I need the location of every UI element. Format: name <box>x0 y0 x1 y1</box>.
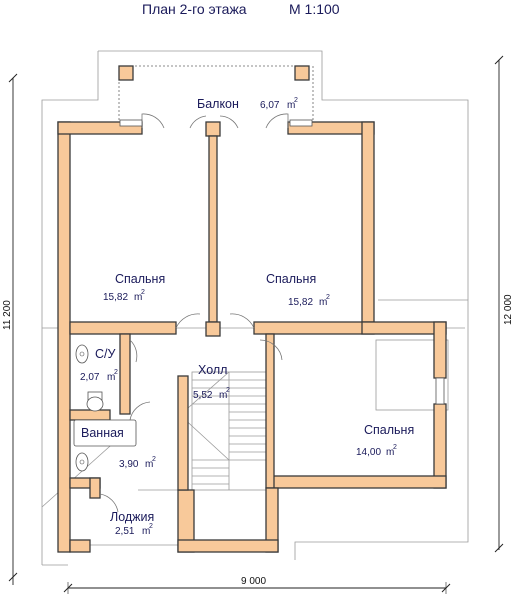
wall-center-partition <box>208 135 218 323</box>
svg-text:2: 2 <box>152 456 156 463</box>
sink-bath <box>75 452 89 472</box>
svg-text:m: m <box>319 297 327 308</box>
room-area-loggia: 2,51 <box>115 526 135 537</box>
wall-left-outer <box>57 121 71 553</box>
walls <box>57 121 447 553</box>
wall-hall-right <box>265 333 275 489</box>
room-name-bedroom-left: Спальня <box>115 272 165 286</box>
plan-scale: М 1:100 <box>289 1 340 17</box>
svg-text:2: 2 <box>114 369 118 376</box>
sink-wc <box>75 344 89 364</box>
svg-text:2: 2 <box>294 97 298 104</box>
room-name-wc: С/У <box>95 347 116 361</box>
balcony-column-right <box>294 65 310 81</box>
staircase <box>179 371 267 491</box>
room-name-bedroom-bottom: Спальня <box>364 423 414 437</box>
svg-text:m: m <box>219 390 227 401</box>
wall-br-bottom <box>271 475 447 489</box>
dimension-left: 11 200 <box>2 73 18 585</box>
balcony-column-left <box>118 65 134 81</box>
doors <box>99 113 289 513</box>
wall-br-right-upper <box>433 321 447 379</box>
column-mid-center <box>205 321 221 337</box>
dimension-height-left: 11 200 <box>2 300 13 330</box>
fixtures <box>73 344 137 472</box>
room-name-hall: Холл <box>198 363 227 377</box>
room-area-hall: 5,52 <box>193 390 213 401</box>
svg-text:2: 2 <box>149 523 153 530</box>
room-area-bedroom-right: 15,82 <box>288 297 313 308</box>
svg-text:2: 2 <box>226 387 230 394</box>
svg-text:m: m <box>107 372 115 383</box>
svg-text:m: m <box>145 459 153 470</box>
room-labels: Балкон 6,07 m 2 Спальня 15,82 m 2 Спальн… <box>80 97 414 537</box>
svg-text:m: m <box>134 292 142 303</box>
svg-text:2: 2 <box>326 294 330 301</box>
wall-hall-left <box>177 375 189 491</box>
wall-bath-stub <box>89 477 101 499</box>
wall-bedroom-bottom-left <box>69 321 177 335</box>
wall-wc-right <box>119 333 131 415</box>
wall-bath-top-left <box>69 409 111 421</box>
room-area-bedroom-bottom: 14,00 <box>356 447 381 458</box>
windows <box>119 119 445 405</box>
svg-text:2: 2 <box>393 444 397 451</box>
svg-text:m: m <box>287 100 295 111</box>
room-name-balcony: Балкон <box>197 97 239 111</box>
dimension-height-right: 12 000 <box>503 294 514 325</box>
toilet-bowl <box>86 396 104 412</box>
svg-text:2: 2 <box>141 289 145 296</box>
dimension-width: 9 000 <box>241 576 266 587</box>
wall-right-upper <box>361 121 375 333</box>
dimension-bottom: 9 000 <box>63 576 451 594</box>
plan-title: План 2-го этажа <box>142 1 247 17</box>
wall-loggia-bottom <box>69 539 91 553</box>
svg-text:m: m <box>142 526 150 537</box>
balcony-railing <box>118 65 314 120</box>
room-area-bathroom: 3,90 <box>119 459 139 470</box>
wall-stair-bottom <box>177 539 279 553</box>
room-area-balcony: 6,07 <box>260 100 280 111</box>
wall-bedroom-bottom-right <box>253 321 375 335</box>
room-name-loggia: Лоджия <box>110 510 154 524</box>
room-area-bedroom-left: 15,82 <box>103 292 128 303</box>
svg-text:m: m <box>386 447 394 458</box>
room-area-wc: 2,07 <box>80 372 100 383</box>
bathtub <box>73 419 137 447</box>
room-name-bathroom: Ванная <box>81 426 124 440</box>
column-top-center <box>205 121 221 137</box>
dimension-right: 12 000 <box>494 55 514 553</box>
room-name-bedroom-right: Спальня <box>266 272 316 286</box>
